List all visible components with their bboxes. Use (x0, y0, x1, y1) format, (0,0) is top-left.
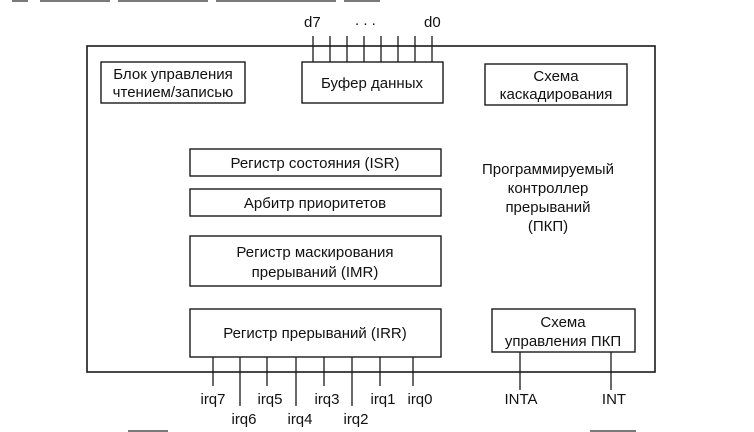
imr-block: Регистр маскирования прерываний (IMR) (189, 235, 442, 287)
data-bus-pins (312, 36, 433, 62)
irq-label-4: irq4 (287, 411, 312, 428)
irq-label-3: irq3 (314, 391, 339, 408)
rw-control-block: Блок управления чтением/записью (100, 61, 246, 104)
rw-control-label-line1: Блок управления (113, 66, 232, 83)
pkp-control-block: Схема управления ПКП (491, 308, 636, 353)
isr-label: Регистр состояния (ISR) (230, 155, 399, 172)
irr-label: Регистр прерываний (IRR) (223, 325, 407, 342)
data-buffer-block: Буфер данных (301, 61, 444, 104)
int-label: INT (602, 391, 626, 408)
rw-control-label-line2: чтением/записью (113, 84, 234, 101)
irr-block: Регистр прерываний (IRR) (189, 308, 442, 358)
controller-title-line1: Программируемый (482, 161, 614, 178)
cascade-label-line2: каскадирования (500, 86, 613, 103)
pkp-control-label-line2: управления ПКП (505, 333, 621, 350)
controller-title-line3: прерываний (505, 199, 590, 216)
irq-pins (212, 357, 414, 406)
control-pins (519, 352, 612, 390)
isr-block: Регистр состояния (ISR) (189, 148, 442, 177)
controller-title-line4: (ПКП) (528, 218, 568, 235)
arbiter-block: Арбитр приоритетов (189, 188, 442, 217)
cascade-block: Схема каскадирования (484, 63, 628, 106)
data-pin-label-dots: . . . (355, 12, 376, 29)
inta-label: INTA (504, 391, 537, 408)
cascade-label-line1: Схема (533, 68, 579, 85)
controller-title: Программируемый контроллер прерываний (П… (482, 161, 614, 235)
irq-label-6: irq6 (231, 411, 256, 428)
cropped-top-text (12, 0, 380, 2)
cropped-bottom-text (128, 430, 636, 432)
pkp-control-label-line1: Схема (540, 314, 586, 331)
irq-label-7: irq7 (200, 391, 225, 408)
imr-label-line1: Регистр маскирования (236, 244, 393, 261)
data-pin-label-d7: d7 (304, 14, 321, 31)
controller-title-line2: контроллер (508, 180, 589, 197)
irq-label-2: irq2 (343, 411, 368, 428)
imr-label-line2: прерываний (IMR) (252, 264, 379, 281)
arbiter-label: Арбитр приоритетов (244, 195, 386, 212)
irq-label-0: irq0 (407, 391, 432, 408)
irq-label-1: irq1 (370, 391, 395, 408)
irq-label-5: irq5 (257, 391, 282, 408)
data-buffer-label: Буфер данных (321, 75, 423, 92)
data-pin-label-d0: d0 (424, 14, 441, 31)
